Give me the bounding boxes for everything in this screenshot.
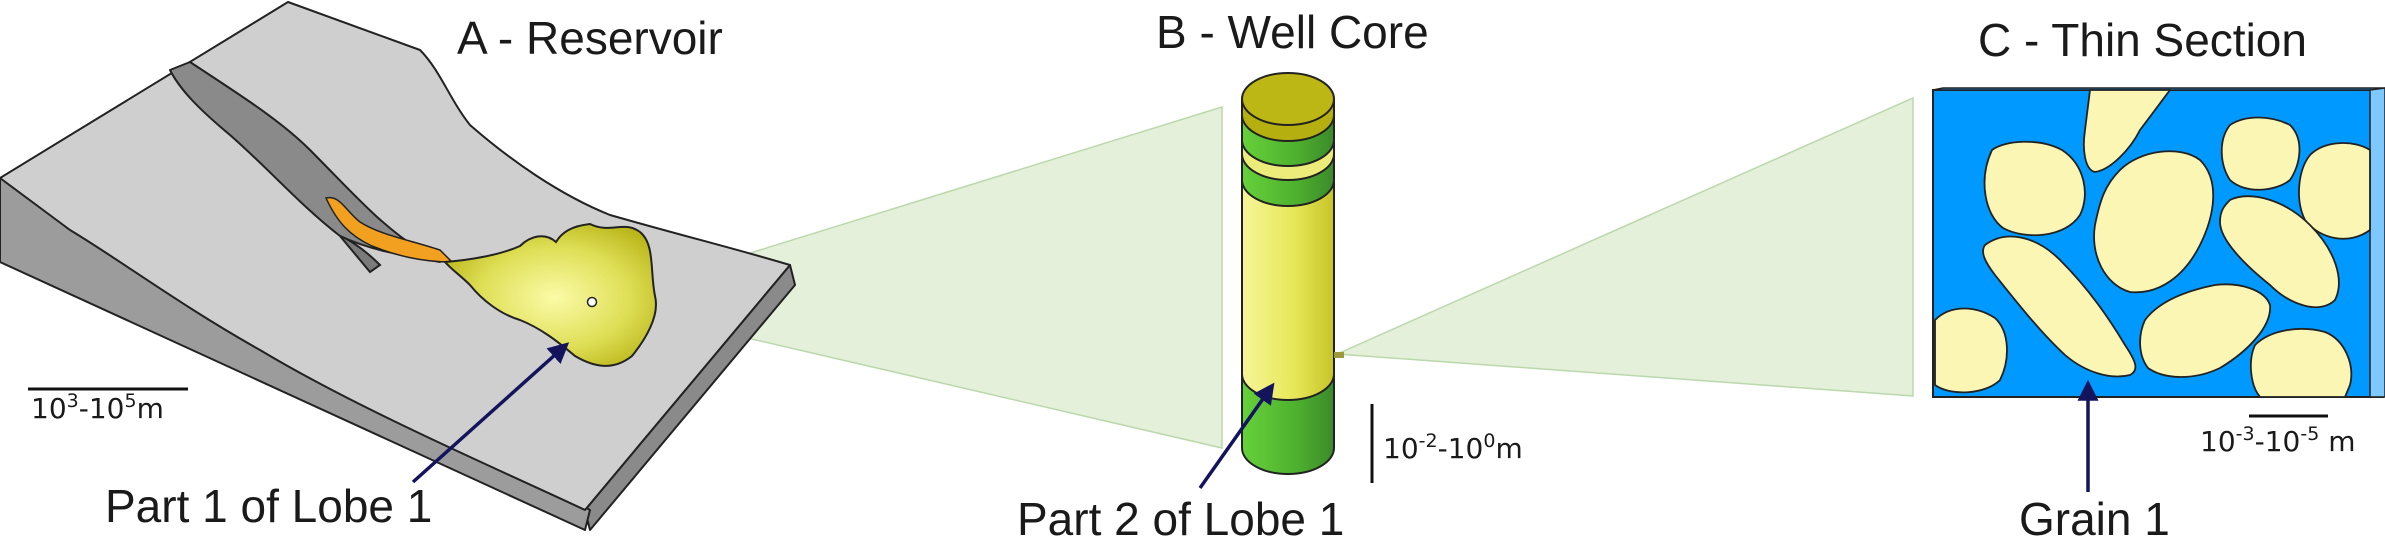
- valley-wall: [339, 235, 382, 274]
- projection-wedge-b-to-c: [1336, 96, 1914, 397]
- projection-wedges: [589, 96, 1914, 449]
- grains: [1934, 89, 2371, 398]
- grain: [2082, 89, 2171, 173]
- panel-c-title: C - Thin Section: [1978, 14, 2307, 66]
- grain: [1934, 307, 2008, 394]
- well-core: [1241, 72, 1344, 475]
- panel-a-title: A - Reservoir: [457, 12, 723, 64]
- scale-label-b: 10-2-100m: [1383, 430, 1523, 465]
- arrow-part2-lobe1: [1198, 382, 1275, 490]
- panel-b-title: B - Well Core: [1156, 6, 1429, 58]
- scale-label-c: 10-3-10-5 m: [2200, 423, 2355, 458]
- grain: [2093, 150, 2215, 294]
- lobe-1: [442, 222, 657, 367]
- label-part2-lobe1: Part 2 of Lobe 1: [1017, 493, 1344, 542]
- label-grain1: Grain 1: [2019, 493, 2170, 542]
- grain: [2139, 283, 2271, 378]
- thin-section-top-face: [1932, 87, 2385, 91]
- projection-wedge-a-to-b: [589, 105, 1223, 449]
- grain: [2219, 195, 2340, 309]
- grain: [2220, 116, 2301, 191]
- grain: [1983, 140, 2086, 237]
- label-part1-lobe1: Part 1 of Lobe 1: [105, 480, 432, 532]
- grain: [2298, 142, 2371, 240]
- core-segment-yellow: [1241, 179, 1335, 401]
- sample-mark-b: [1334, 352, 1344, 358]
- thin-section: [1932, 87, 2385, 398]
- reservoir-top-surface: [0, 1, 791, 511]
- scale-label-a: 103-105m: [31, 390, 164, 425]
- thin-section-side-face: [2369, 87, 2385, 398]
- core-top-cap: [1241, 72, 1335, 126]
- arrow-part1-lobe1: [411, 342, 570, 484]
- sample-point-a: [586, 296, 598, 308]
- grain: [1982, 235, 2137, 378]
- grain: [2249, 328, 2353, 398]
- reservoir-block: [0, 1, 796, 531]
